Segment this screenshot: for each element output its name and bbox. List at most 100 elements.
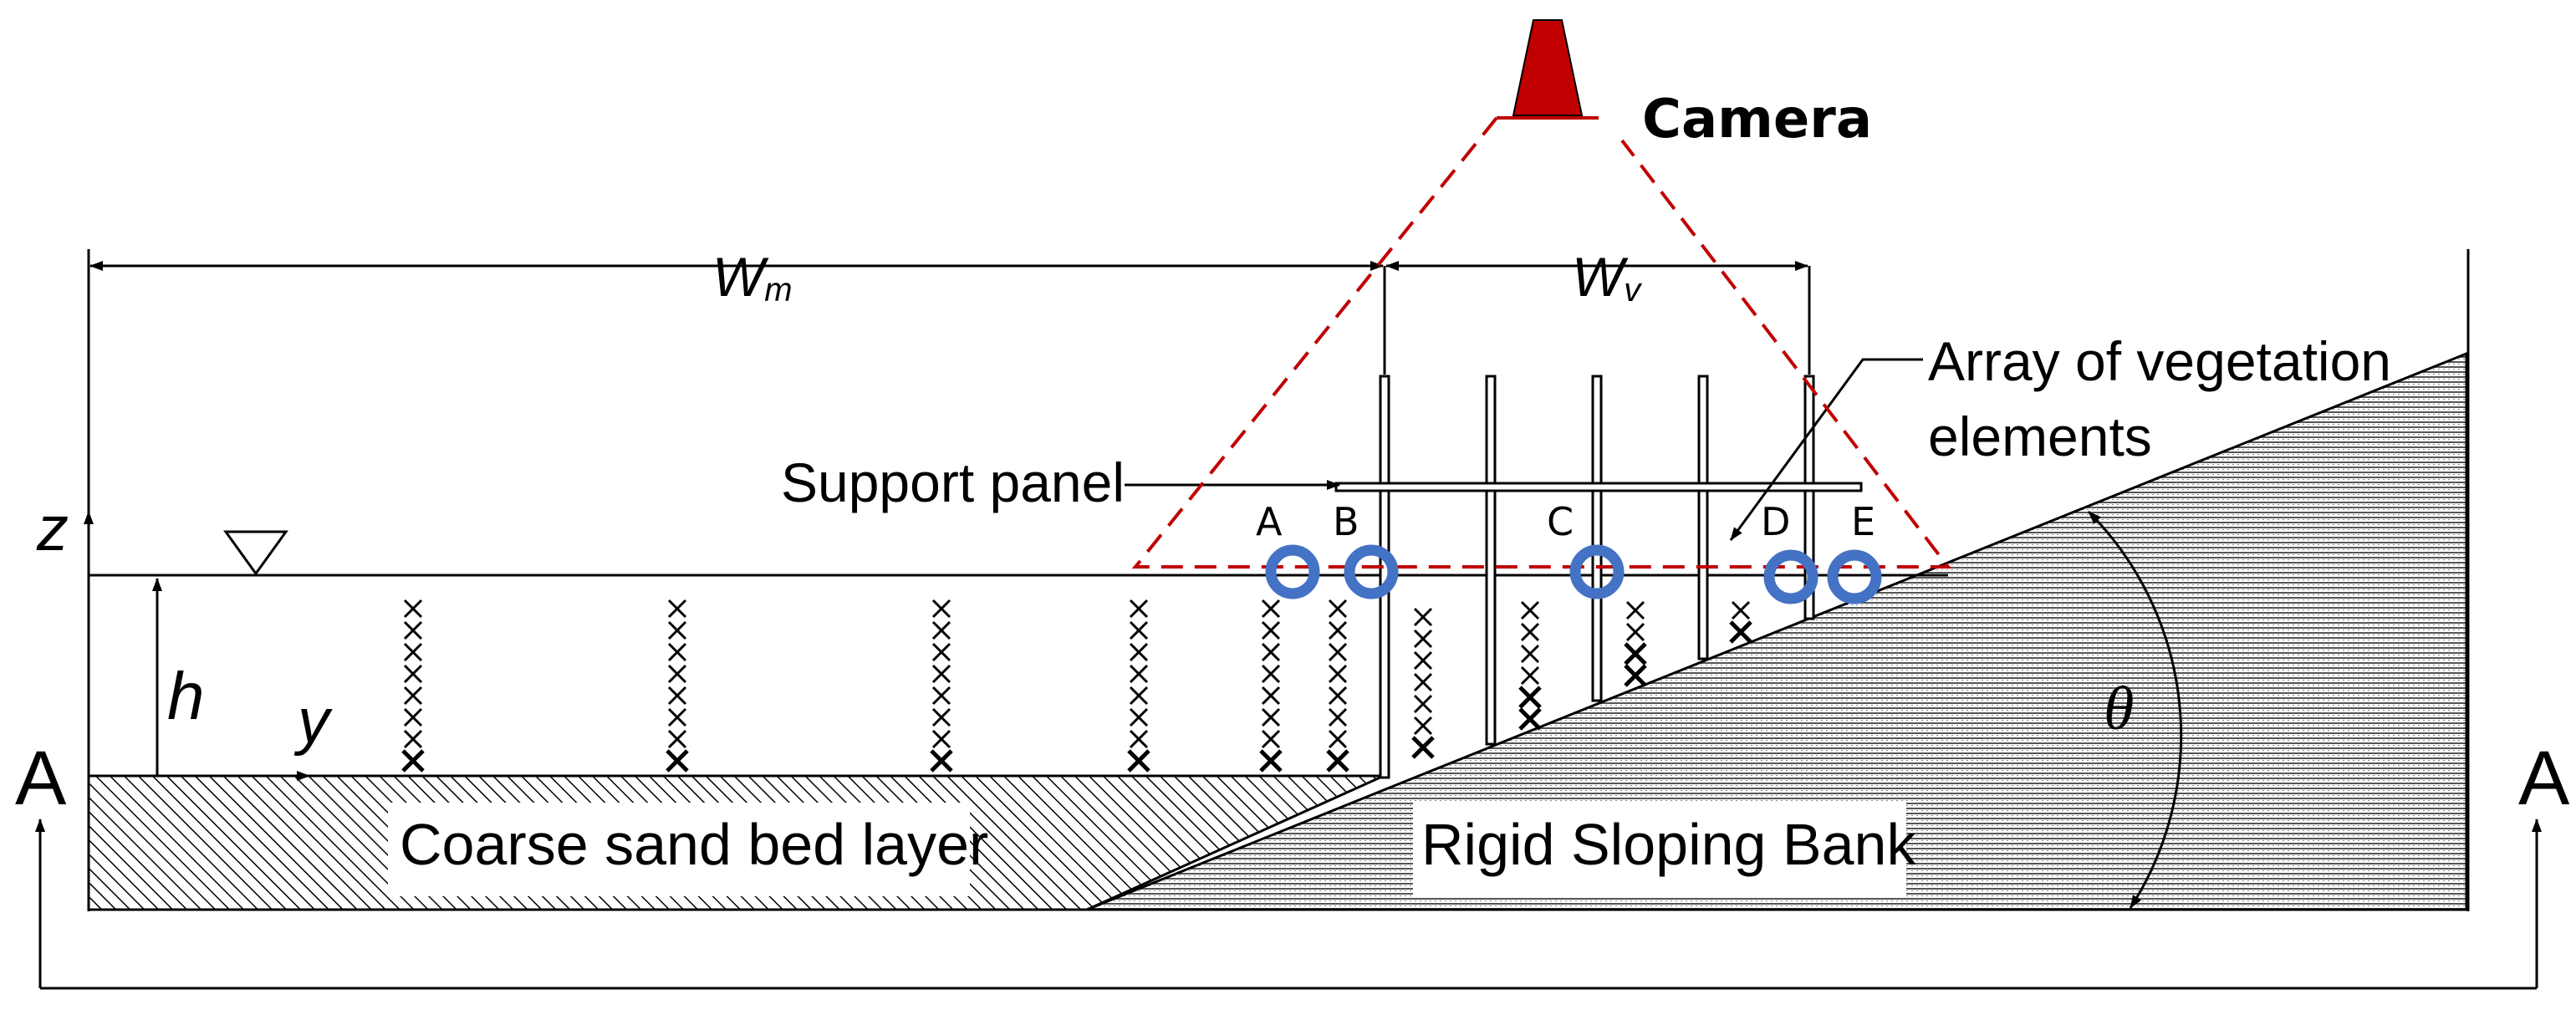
vegetation-stem-mark bbox=[930, 749, 953, 773]
vegetation-stem-mark bbox=[1261, 664, 1281, 684]
vegetation-stem-mark bbox=[931, 729, 951, 749]
vegetation-stem-mark bbox=[667, 599, 687, 619]
vegetation-stem-mark bbox=[1129, 729, 1149, 749]
probe-label-c: C bbox=[1547, 499, 1574, 544]
vegetation-stem-mark bbox=[1328, 664, 1348, 684]
vegetation-stem-mark bbox=[1328, 599, 1348, 619]
h-label: h bbox=[167, 659, 205, 733]
vegetation-stem-mark bbox=[1129, 707, 1149, 727]
vegetation-stem-mark bbox=[1261, 686, 1281, 706]
vegetation-stem-mark bbox=[1328, 729, 1348, 749]
array-leader bbox=[1729, 358, 1923, 541]
array-label-line2: elements bbox=[1928, 405, 2152, 467]
vegetation-stem-mark bbox=[1624, 664, 1647, 687]
camera-view-cone bbox=[1131, 116, 1952, 569]
vegetation-stem-mark bbox=[403, 620, 423, 640]
probe-label-d: D bbox=[1761, 499, 1790, 544]
vegetation-stem-mark bbox=[1328, 686, 1348, 706]
vegetation-stem-mark bbox=[1520, 622, 1540, 642]
probe-ring-a bbox=[1265, 544, 1320, 599]
vegetation-stem-mark bbox=[1127, 749, 1150, 773]
vegetation-stem-mark bbox=[1129, 642, 1149, 662]
probe-ring-b bbox=[1344, 544, 1399, 599]
vegetation-stem-mark bbox=[667, 642, 687, 662]
vegetation-stem-mark bbox=[403, 686, 423, 706]
vegetation-stem-mark bbox=[667, 686, 687, 706]
probe-label-e: E bbox=[1851, 499, 1875, 544]
vegetation-post bbox=[1591, 375, 1603, 702]
array-label-line1: Array of vegetation bbox=[1928, 330, 2391, 392]
vegetation-stem-mark bbox=[1520, 644, 1540, 664]
vegetation-stem-mark bbox=[1328, 620, 1348, 640]
z-label: z bbox=[36, 493, 69, 564]
vegetation-stem-mark bbox=[1129, 664, 1149, 684]
vegetation-stem-mark bbox=[931, 664, 951, 684]
camera-label: Camera bbox=[1642, 89, 1872, 150]
probe-label-b: B bbox=[1333, 499, 1359, 544]
vegetation-stem-mark bbox=[1411, 736, 1435, 759]
bank-label: Rigid Sloping Bank bbox=[1421, 812, 1916, 877]
vegetation-stem-mark bbox=[931, 707, 951, 727]
bank-label-box bbox=[1413, 803, 1906, 896]
vegetation-stem-mark bbox=[1261, 620, 1281, 640]
vegetation-stem-mark bbox=[403, 664, 423, 684]
vegetation-stem-mark bbox=[1261, 599, 1281, 619]
sand-label: Coarse sand bed layer bbox=[400, 812, 988, 877]
vegetation-stem-mark bbox=[667, 620, 687, 640]
vegetation-stem-mark bbox=[403, 707, 423, 727]
vegetation-stem-mark bbox=[666, 749, 689, 773]
vegetation-stem-mark bbox=[931, 620, 951, 640]
vegetation-stem-mark bbox=[1413, 716, 1433, 736]
y-label: y bbox=[293, 686, 333, 757]
vegetation-stem-mark bbox=[1625, 600, 1645, 620]
camera-shape bbox=[1512, 19, 1584, 116]
probe-ring-c bbox=[1569, 544, 1625, 599]
probe-label-a: A bbox=[1256, 499, 1283, 544]
vegetation-stem-mark bbox=[931, 686, 951, 706]
vegetation-stems bbox=[401, 599, 1752, 773]
vegetation-stem-mark bbox=[1261, 642, 1281, 662]
vegetation-stem-mark bbox=[1413, 607, 1433, 627]
vegetation-stem-mark bbox=[1261, 729, 1281, 749]
vegetation-stem-mark bbox=[403, 729, 423, 749]
vegetation-stem-mark bbox=[1729, 620, 1752, 644]
vegetation-stem-mark bbox=[401, 749, 425, 773]
vegetation-stem-mark bbox=[1259, 749, 1283, 773]
vegetation-stem-mark bbox=[1129, 620, 1149, 640]
vegetation-stem-mark bbox=[403, 642, 423, 662]
vegetation-stem-mark bbox=[931, 599, 951, 619]
wv-label: Wv bbox=[1572, 246, 1642, 309]
vegetation-stem-mark bbox=[1625, 622, 1645, 642]
probe-ring-d bbox=[1763, 549, 1819, 604]
vegetation-stem-mark bbox=[1328, 642, 1348, 662]
vegetation-stem-mark bbox=[1520, 600, 1540, 620]
theta-arc bbox=[2087, 510, 2183, 909]
vegetation-stem-mark bbox=[1520, 666, 1540, 686]
vegetation-stem-mark bbox=[1413, 694, 1433, 714]
vegetation-stem-mark bbox=[1731, 600, 1751, 620]
vegetation-stem-mark bbox=[1518, 707, 1542, 731]
vegetation-stem-mark bbox=[1413, 650, 1433, 671]
section-label-left: A bbox=[15, 736, 67, 821]
sand-label-box bbox=[388, 803, 970, 896]
vegetation-stem-mark bbox=[1518, 686, 1542, 709]
vegetation-stem-mark bbox=[1129, 599, 1149, 619]
vegetation-post bbox=[1697, 375, 1709, 660]
vegetation-post bbox=[1803, 375, 1815, 620]
vegetation-stem-mark bbox=[1261, 707, 1281, 727]
vegetation-stem-mark bbox=[667, 729, 687, 749]
probe-ring-e bbox=[1827, 549, 1882, 604]
vegetation-stem-mark bbox=[403, 599, 423, 619]
section-label-right: A bbox=[2518, 736, 2570, 821]
vegetation-stem-mark bbox=[667, 707, 687, 727]
wm-label: Wm bbox=[712, 246, 793, 309]
vegetation-stem-mark bbox=[1413, 629, 1433, 649]
vegetation-stem-mark bbox=[1413, 672, 1433, 692]
vegetation-post bbox=[1485, 375, 1497, 746]
vegetation-stem-mark bbox=[1129, 686, 1149, 706]
support-panel bbox=[1334, 482, 1863, 492]
support-panel-label: Support panel bbox=[781, 451, 1125, 513]
vegetation-stem-mark bbox=[667, 664, 687, 684]
